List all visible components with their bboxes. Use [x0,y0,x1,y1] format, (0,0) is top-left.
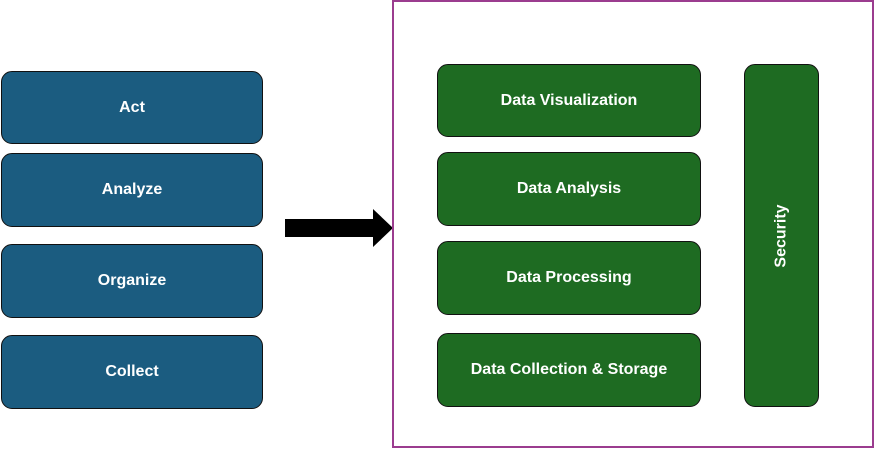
data-processing-box: Data Processing [437,241,701,315]
act-label: Act [119,98,145,116]
right-arrow-icon [285,209,393,247]
security-box: Security [744,64,819,407]
analyze-box: Analyze [1,153,263,227]
organize-box: Organize [1,244,263,318]
data-visualization-box: Data Visualization [437,64,701,137]
data-processing-label: Data Processing [506,269,632,286]
security-label: Security [772,203,790,268]
act-box: Act [1,71,263,144]
data-collection-storage-box: Data Collection & Storage [437,333,701,407]
collect-box: Collect [1,335,263,409]
collect-label: Collect [105,363,159,380]
data-collection-storage-label: Data Collection & Storage [470,361,668,378]
data-visualization-label: Data Visualization [500,91,638,109]
data-analysis-label: Data Analysis [516,180,622,197]
analyze-label: Analyze [101,181,163,198]
data-analysis-box: Data Analysis [437,152,701,226]
organize-label: Organize [97,272,167,289]
architecture-frame [392,0,874,448]
